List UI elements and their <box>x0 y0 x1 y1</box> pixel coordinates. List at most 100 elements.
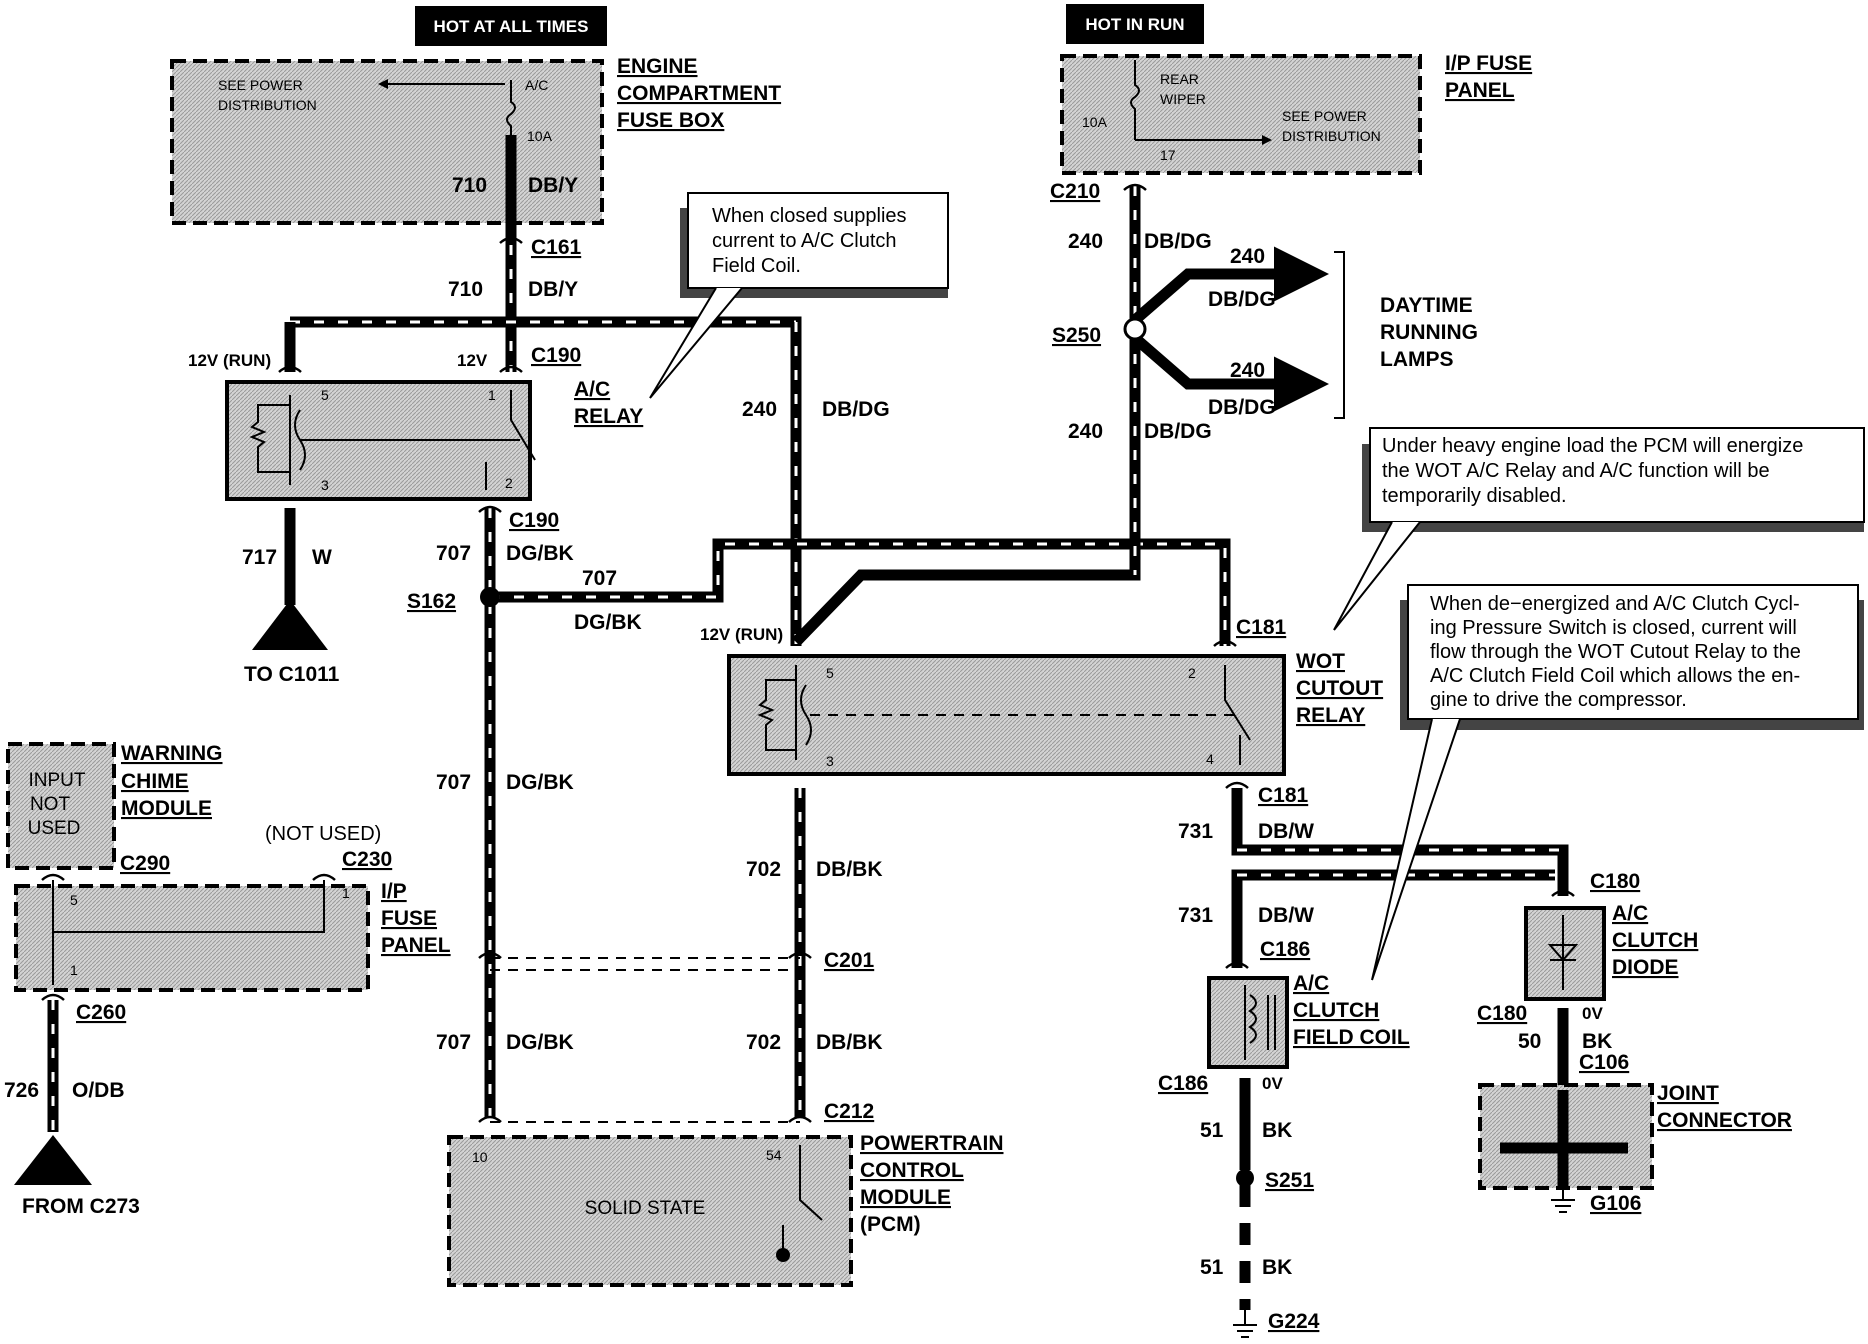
pcm-pin-54: 54 <box>766 1147 782 1163</box>
solid-state-label: SOLID STATE <box>585 1198 706 1219</box>
conn-g106: G106 <box>1590 1192 1641 1215</box>
clutch-diode-line-2: CLUTCH <box>1612 929 1698 952</box>
brk-c201b <box>788 951 812 959</box>
diode-symbol <box>1547 915 1579 990</box>
warning-chime-line-1: WARNING <box>121 742 223 765</box>
hot-at-all-times-label: HOT AT ALL TIMES <box>434 17 589 36</box>
wire-707-color-1: DG/BK <box>506 542 574 565</box>
brk-c181b <box>1225 781 1249 789</box>
wire-51-num-2: 51 <box>1200 1256 1224 1279</box>
wire-51-color-2: BK <box>1262 1256 1292 1279</box>
wot-note-2: ing Pressure Switch is closed, current w… <box>1430 617 1797 639</box>
zero-v-coil: 0V <box>1262 1074 1283 1093</box>
joint-cross <box>1500 1090 1628 1190</box>
pcm-note-3: temporarily disabled. <box>1382 485 1567 507</box>
brk-c161 <box>499 236 523 244</box>
conn-c106: C106 <box>1579 1051 1629 1074</box>
splice-s251 <box>1236 1169 1254 1187</box>
wot-note-1: When de−energized and A/C Clutch Cycl- <box>1430 593 1800 615</box>
ip-fuse-left-line-3: PANEL <box>381 934 451 957</box>
wire-51-num-1: 51 <box>1200 1119 1224 1142</box>
brk-c260 <box>41 993 65 1001</box>
wire-726-num: 726 <box>4 1079 39 1102</box>
brk-c212b <box>788 1115 812 1123</box>
wire-240-num-low: 240 <box>1068 420 1103 443</box>
pcm-line-1: POWERTRAIN <box>860 1132 1004 1155</box>
twelve-v-run-left: 12V (RUN) <box>188 351 271 370</box>
see-power-left-1: SEE POWER <box>218 77 303 93</box>
wot-note-4: A/C Clutch Field Coil which allows the e… <box>1430 665 1800 687</box>
see-power-left-2: DISTRIBUTION <box>218 97 317 113</box>
warning-chime-line-2: CHIME <box>121 770 189 793</box>
ip-fuse-panel-top <box>1060 54 1422 175</box>
ground-g106 <box>1551 1190 1575 1213</box>
twelve-v-run-wot: 12V (RUN) <box>700 625 783 644</box>
wire-240-drl-upper <box>1131 246 1329 325</box>
brk-c190a <box>499 365 523 373</box>
ac-relay-pin-2: 2 <box>505 475 513 491</box>
ac-relay-pin-1: 1 <box>488 387 496 403</box>
ip-left-pin-5: 5 <box>70 892 78 908</box>
wire-240-num-drl-low: 240 <box>1230 359 1265 382</box>
conn-s251: S251 <box>1265 1169 1314 1192</box>
joint-connector-line-2: CONNECTOR <box>1657 1109 1792 1132</box>
ip-fuse-left-internal <box>52 880 325 985</box>
drl-line-3: LAMPS <box>1380 348 1454 371</box>
wot-relay-line-3: RELAY <box>1296 704 1365 727</box>
fuse-link-left <box>506 80 516 135</box>
ac-relay-switch <box>300 390 536 490</box>
drl-bracket <box>1334 251 1345 419</box>
wire-50-color: BK <box>1582 1030 1612 1053</box>
fuse-10a-left: 10A <box>527 128 553 144</box>
pcm-line-3: MODULE <box>860 1186 951 1209</box>
wire-240-color-top: DB/DG <box>1144 230 1212 253</box>
conn-s250: S250 <box>1052 324 1101 347</box>
wot-relay-line-1: WOT <box>1296 650 1345 673</box>
see-power-right-2: DISTRIBUTION <box>1282 128 1381 144</box>
wire-240-color-drl-up: DB/DG <box>1208 288 1276 311</box>
conn-c180-bottom: C180 <box>1477 1002 1527 1025</box>
pcm-line-2: CONTROL <box>860 1159 964 1182</box>
field-coil-line-1: A/C <box>1293 972 1329 995</box>
conn-c290: C290 <box>120 852 170 875</box>
see-power-right-1: SEE POWER <box>1282 108 1367 124</box>
conn-c186-bottom: C186 <box>1158 1072 1208 1095</box>
engine-fuse-box-line-2: COMPARTMENT <box>617 82 781 105</box>
hot-in-run-label: HOT IN RUN <box>1085 15 1184 34</box>
wire-240-color-main: DB/DG <box>822 398 890 421</box>
wot-relay-line-2: CUTOUT <box>1296 677 1383 700</box>
ip-fuse-left-line-1: I/P <box>381 880 407 903</box>
pcm-note-1: Under heavy engine load the PCM will ene… <box>1382 435 1803 457</box>
wire-240-color-low: DB/DG <box>1144 420 1212 443</box>
pin-17-label: 17 <box>1160 147 1176 163</box>
wire-707-num-3: 707 <box>436 1031 471 1054</box>
pcm-line-4: (PCM) <box>860 1213 921 1236</box>
wire-731-upper <box>1231 788 1569 896</box>
wot-note-3: flow through the WOT Cutout Relay to the <box>1430 641 1801 663</box>
engine-fuse-box-label: ENGINE COMPARTMENT FUSE BOX <box>617 55 781 132</box>
ac-relay-note-2: current to A/C Clutch <box>712 230 897 252</box>
engine-fuse-box-line-1: ENGINE <box>617 55 698 78</box>
drl-line-2: RUNNING <box>1380 321 1478 344</box>
conn-c230: C230 <box>342 848 392 871</box>
offpage-b-icon <box>252 600 328 650</box>
joint-connector-line-1: JOINT <box>1657 1082 1719 1105</box>
conn-g224: G224 <box>1268 1310 1320 1333</box>
conn-c210: C210 <box>1050 180 1100 203</box>
offpage-c-icon <box>14 1135 92 1185</box>
ac-relay-pin-5: 5 <box>321 387 329 403</box>
warning-chime-line-3: MODULE <box>121 797 212 820</box>
offpage-b-letter: B <box>281 619 298 646</box>
wot-pin-3: 3 <box>826 753 834 769</box>
wire-731-num-2: 731 <box>1178 904 1213 927</box>
wot-note-5: gine to drive the compressor. <box>1430 689 1687 711</box>
wot-pin-5: 5 <box>826 665 834 681</box>
wot-note: When de−energized and A/C Clutch Cycl- i… <box>1371 584 1864 981</box>
pcm-pin-10: 10 <box>472 1149 488 1165</box>
wire-707-num-2: 707 <box>436 771 471 794</box>
ip-left-pin-1: 1 <box>70 962 78 978</box>
brk-c212a <box>478 1115 502 1123</box>
brk-c181a <box>1213 639 1237 647</box>
pcm-note: Under heavy engine load the PCM will ene… <box>1333 427 1865 631</box>
